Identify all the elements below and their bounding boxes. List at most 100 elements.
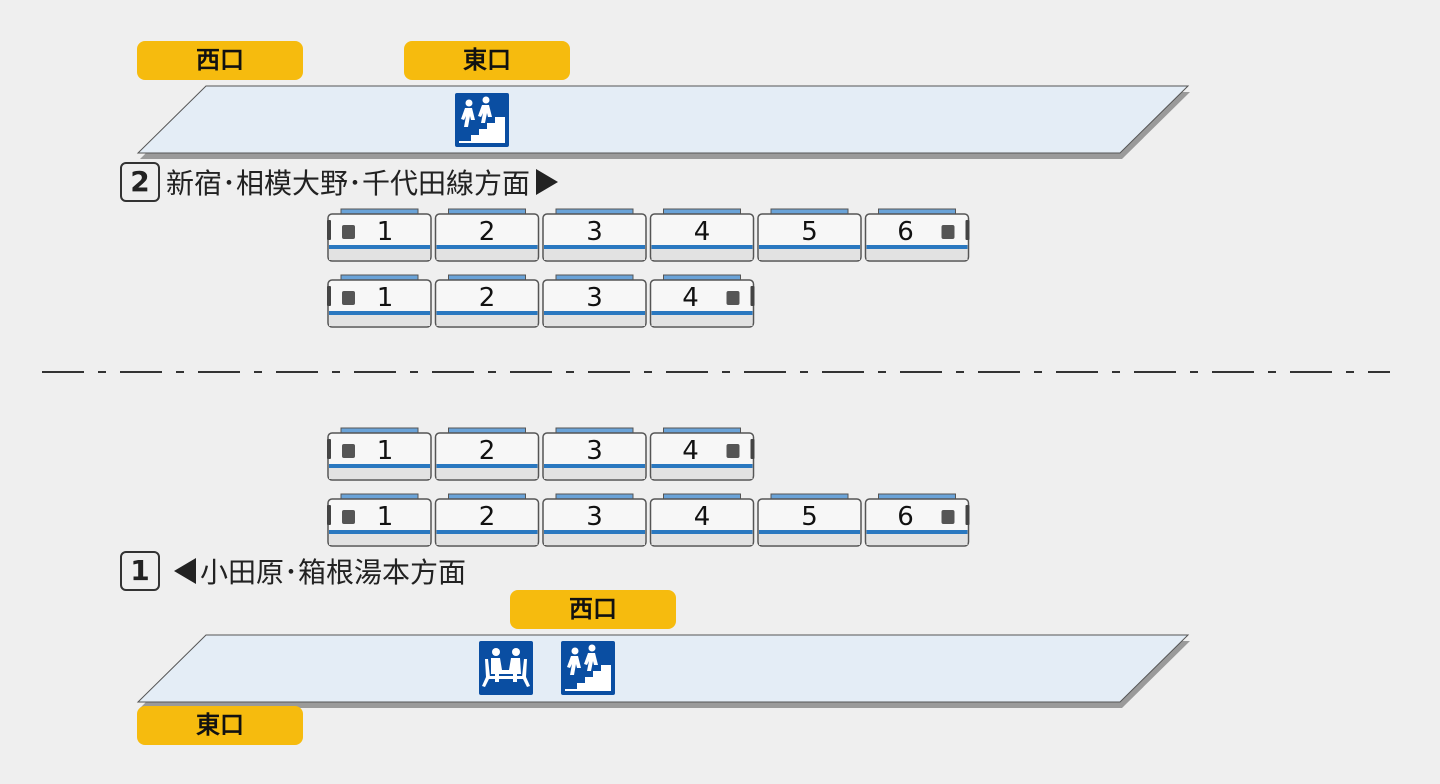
cab-end: [751, 286, 755, 306]
car-lower-band: [329, 249, 430, 260]
car-number: 3: [586, 217, 603, 247]
arrow-right-icon: [536, 169, 558, 195]
track1-label: 1 小田原･箱根湯本方面: [120, 549, 466, 593]
cab-end: [327, 439, 331, 459]
train-car: 5: [758, 209, 861, 261]
cab-window: [727, 291, 740, 305]
car-number: 4: [682, 283, 699, 313]
car-lower-band: [652, 534, 753, 545]
car-stripe: [652, 311, 753, 315]
car-lower-band: [437, 249, 538, 260]
train-car: 1: [327, 209, 431, 261]
car-lower-band: [437, 468, 538, 479]
car-number: 3: [586, 283, 603, 313]
car-number: 3: [586, 502, 603, 532]
train-car: 3: [543, 275, 646, 327]
car-number: 2: [479, 217, 496, 247]
train-car: 1: [327, 494, 431, 546]
cab-window: [342, 225, 355, 239]
car-number: 1: [377, 436, 394, 466]
exit-tag-west-top: 西口: [137, 41, 303, 80]
cab-end: [966, 220, 970, 240]
car-lower-band: [652, 249, 753, 260]
car-number: 1: [377, 283, 394, 313]
car-number: 3: [586, 436, 603, 466]
car-number: 5: [801, 217, 818, 247]
car-number: 1: [377, 217, 394, 247]
cab-window: [342, 291, 355, 305]
cab-window: [727, 444, 740, 458]
car-lower-band: [544, 315, 645, 326]
car-number: 2: [479, 283, 496, 313]
track2-label: 2 新宿･相模大野･千代田線方面: [120, 160, 558, 204]
cab-end: [327, 286, 331, 306]
train-car: 3: [543, 209, 646, 261]
train-track1-4cars: 1 2 3 4: [327, 428, 755, 480]
car-number: 1: [377, 502, 394, 532]
cab-window: [942, 225, 955, 239]
car-lower-band: [437, 534, 538, 545]
car-lower-band: [544, 534, 645, 545]
car-lower-band: [544, 468, 645, 479]
train-car: 3: [543, 494, 646, 546]
cab-end: [327, 220, 331, 240]
arrow-left-icon: [174, 558, 196, 584]
train-track2-6cars: 1 2 3 4 5 6: [327, 209, 970, 261]
train-car: 6: [866, 494, 970, 546]
car-lower-band: [652, 468, 753, 479]
stairs-icon: [561, 641, 615, 695]
car-number: 4: [682, 436, 699, 466]
train-car: 4: [651, 275, 755, 327]
track2-direction: 新宿･相模大野･千代田線方面: [166, 162, 530, 202]
car-number: 2: [479, 436, 496, 466]
cab-window: [342, 510, 355, 524]
train-car: 4: [651, 494, 754, 546]
car-number: 5: [801, 502, 818, 532]
train-track2-4cars: 1 2 3 4: [327, 275, 755, 327]
train-car: 6: [866, 209, 970, 261]
car-lower-band: [329, 315, 430, 326]
car-lower-band: [544, 249, 645, 260]
car-lower-band: [652, 315, 753, 326]
exit-tag-east-bottom: 東口: [137, 706, 303, 745]
car-number: 6: [897, 217, 914, 247]
track2-number: 2: [120, 162, 160, 202]
train-car: 2: [436, 428, 539, 480]
bench-icon: [479, 641, 533, 695]
track1-number: 1: [120, 551, 160, 591]
car-stripe: [652, 464, 753, 468]
car-lower-band: [867, 249, 968, 260]
train-car: 2: [436, 275, 539, 327]
car-number: 4: [694, 217, 711, 247]
exit-tag-west-bottom: 西口: [510, 590, 676, 629]
top-platform: [138, 86, 1190, 159]
cab-end: [966, 505, 970, 525]
train-car: 2: [436, 209, 539, 261]
stairs-icon: [455, 93, 509, 147]
train-car: 3: [543, 428, 646, 480]
car-number: 6: [897, 502, 914, 532]
car-stripe: [867, 530, 968, 534]
train-car: 4: [651, 209, 754, 261]
car-lower-band: [867, 534, 968, 545]
train-car: 1: [327, 275, 431, 327]
car-lower-band: [437, 315, 538, 326]
car-number: 4: [694, 502, 711, 532]
car-lower-band: [759, 249, 860, 260]
cab-end: [327, 505, 331, 525]
car-stripe: [867, 245, 968, 249]
car-lower-band: [329, 534, 430, 545]
train-track1-6cars: 1 2 3 4 5 6: [327, 494, 970, 546]
exit-tag-east-top: 東口: [404, 41, 570, 80]
bottom-platform: [138, 635, 1190, 708]
cab-window: [942, 510, 955, 524]
cab-end: [751, 439, 755, 459]
train-car: 5: [758, 494, 861, 546]
train-car: 2: [436, 494, 539, 546]
train-car: 1: [327, 428, 431, 480]
track1-direction: 小田原･箱根湯本方面: [200, 551, 466, 591]
cab-window: [342, 444, 355, 458]
car-number: 2: [479, 502, 496, 532]
